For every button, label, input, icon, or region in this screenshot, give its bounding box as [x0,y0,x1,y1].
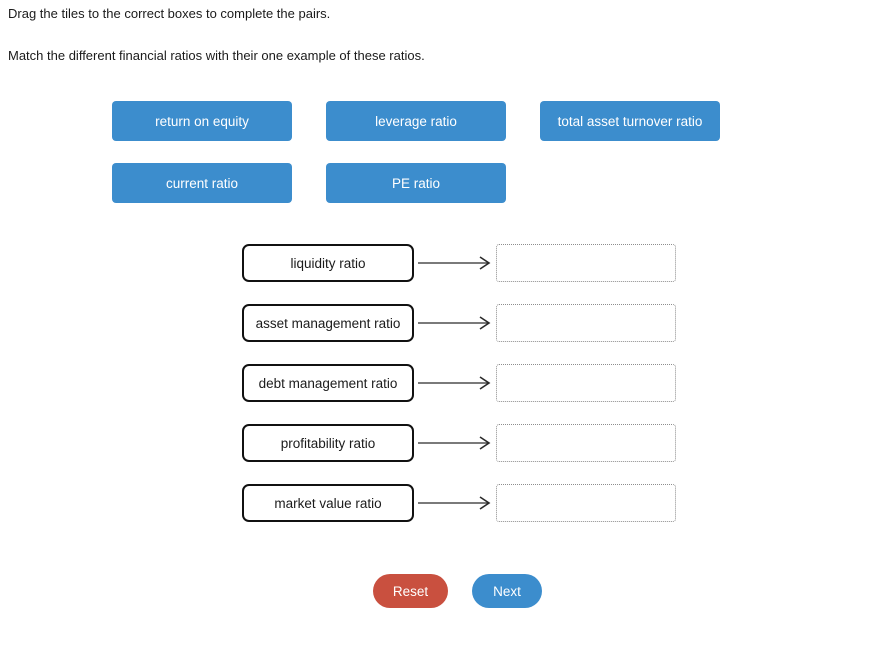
match-row: asset management ratio [0,304,879,342]
match-row: debt management ratio [0,364,879,402]
instruction-line-2: Match the different financial ratios wit… [8,48,425,63]
match-area: liquidity ratio asset management ratio d… [0,244,879,544]
prompt-debt-management-ratio: debt management ratio [242,364,414,402]
match-row: market value ratio [0,484,879,522]
button-bar: Reset Next [0,574,879,608]
tile-tray: return on equity leverage ratio total as… [0,101,879,225]
arrow-right-icon [418,256,491,270]
match-row: liquidity ratio [0,244,879,282]
arrow-right-icon [418,316,491,330]
tile-pe-ratio[interactable]: PE ratio [326,163,506,203]
reset-button[interactable]: Reset [373,574,448,608]
tile-row-1: return on equity leverage ratio total as… [0,101,879,141]
tile-leverage-ratio[interactable]: leverage ratio [326,101,506,141]
dropzone-liquidity-ratio[interactable] [496,244,676,282]
tile-row-2: current ratio PE ratio [0,163,879,203]
tile-current-ratio[interactable]: current ratio [112,163,292,203]
match-row: profitability ratio [0,424,879,462]
tile-total-asset-turnover-ratio[interactable]: total asset turnover ratio [540,101,720,141]
prompt-profitability-ratio: profitability ratio [242,424,414,462]
dropzone-asset-management-ratio[interactable] [496,304,676,342]
tile-return-on-equity[interactable]: return on equity [112,101,292,141]
arrow-right-icon [418,496,491,510]
dropzone-debt-management-ratio[interactable] [496,364,676,402]
dropzone-profitability-ratio[interactable] [496,424,676,462]
arrow-right-icon [418,376,491,390]
arrow-right-icon [418,436,491,450]
dropzone-market-value-ratio[interactable] [496,484,676,522]
next-button[interactable]: Next [472,574,542,608]
prompt-market-value-ratio: market value ratio [242,484,414,522]
instructions-block: Drag the tiles to the correct boxes to c… [8,5,868,64]
instruction-line-1: Drag the tiles to the correct boxes to c… [8,6,331,21]
prompt-asset-management-ratio: asset management ratio [242,304,414,342]
prompt-liquidity-ratio: liquidity ratio [242,244,414,282]
